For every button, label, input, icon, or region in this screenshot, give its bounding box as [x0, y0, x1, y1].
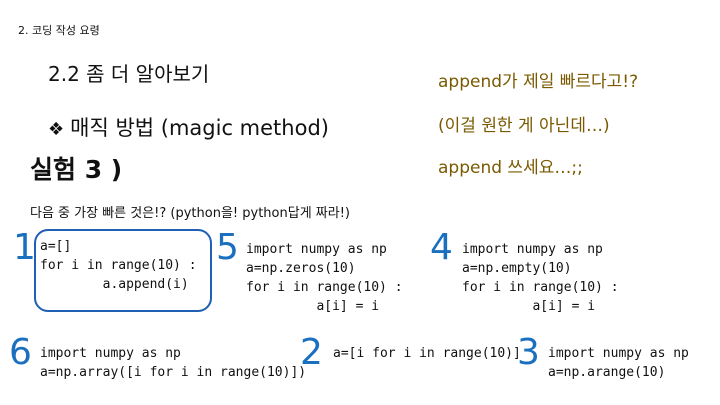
question-text: 다음 중 가장 빠른 것은!? (python을! python답게 짜라!) — [30, 206, 350, 221]
option-number-2: 2 — [300, 332, 323, 373]
code-line: import numpy as np — [246, 242, 387, 257]
code-block-2: a=[i for i in range(10)] — [333, 344, 521, 363]
code-line: import numpy as np — [548, 346, 689, 361]
option-number-5: 5 — [216, 227, 239, 268]
option-number-3: 3 — [517, 332, 540, 373]
code-line: import numpy as np — [40, 346, 181, 361]
code-line: a.append(i) — [40, 277, 189, 292]
topic-heading: ❖매직 방법 (magic method) — [48, 112, 329, 142]
option-number-1: 1 — [13, 227, 36, 268]
code-block-4: import numpy as np a=np.empty(10) for i … — [462, 240, 619, 316]
code-line: a=[] — [40, 239, 72, 254]
code-block-3: import numpy as np a=np.arange(10) — [548, 344, 689, 382]
code-block-6: import numpy as np a=np.array([i for i i… — [40, 344, 306, 382]
comment-3: append 쓰세요…;; — [438, 158, 583, 178]
code-line: for i in range(10) : — [246, 280, 403, 295]
code-line: a=np.array([i for i in range(10)]) — [40, 365, 307, 380]
code-block-5: import numpy as np a=np.zeros(10) for i … — [246, 240, 403, 316]
comment-2: (이걸 원한 게 아닌데…) — [438, 116, 610, 136]
highlight-box — [34, 229, 212, 312]
code-line: a=[i for i in range(10)] — [333, 346, 521, 361]
code-line: a=np.empty(10) — [462, 261, 572, 276]
code-line: for i in range(10) : — [462, 280, 619, 295]
code-line: import numpy as np — [462, 242, 603, 257]
experiment-label: 실험 3 ) — [30, 155, 123, 184]
code-line: a=np.arange(10) — [548, 365, 666, 380]
code-line: a[i] = i — [246, 299, 380, 314]
code-line: a[i] = i — [462, 299, 596, 314]
diamond-bullet-icon: ❖ — [48, 119, 65, 140]
code-block-1: a=[] for i in range(10) : a.append(i) — [40, 237, 197, 294]
option-number-4: 4 — [430, 227, 453, 268]
section-label: 2. 코딩 작성 요령 — [18, 24, 100, 37]
option-number-6: 6 — [9, 332, 32, 373]
code-line: for i in range(10) : — [40, 258, 197, 273]
topic-text: 매직 방법 (magic method) — [70, 116, 329, 140]
subheading: 2.2 좀 더 알아보기 — [48, 62, 210, 86]
code-line: a=np.zeros(10) — [246, 261, 356, 276]
comment-1: append가 제일 빠르다고!? — [438, 72, 639, 92]
